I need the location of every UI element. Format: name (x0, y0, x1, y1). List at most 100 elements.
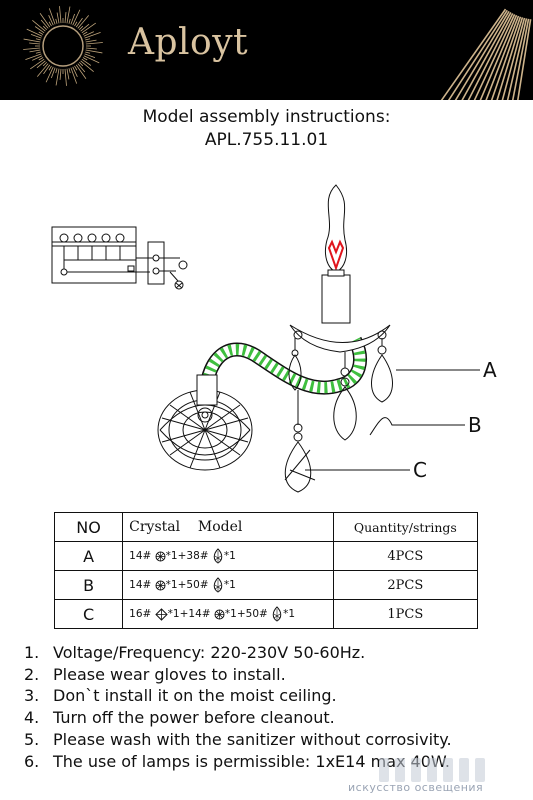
sun-ray (72, 9, 81, 26)
list-item: 2.Please wear gloves to install. (24, 664, 286, 684)
candle-bulb (324, 184, 348, 273)
sun-ray (78, 61, 84, 67)
model-number: APL.755.11.01 (204, 130, 329, 150)
instructions-list: 1.Voltage/Frequency: 220-230V 50-60Hz. 2… (24, 642, 529, 772)
row-quantity: 4PCS (332, 541, 479, 571)
sun-ray (66, 68, 70, 80)
sun-ray (84, 31, 101, 39)
drop-crystal-icon (213, 577, 223, 593)
page-title: Model assembly instructions: (142, 107, 391, 127)
sun-ray (30, 58, 45, 70)
header-banner: Aployt (0, 0, 533, 100)
drop-crystal-icon (213, 548, 223, 564)
corner-ray (506, 18, 528, 100)
sun-ray (70, 13, 76, 25)
sun-ray (35, 38, 41, 41)
sun-ray (48, 21, 52, 27)
sun-ray (59, 68, 62, 80)
sun-ray (36, 60, 46, 69)
table-header: NO Crystal Model Quantity/strings (53, 512, 479, 542)
drop-crystal-icon (272, 606, 282, 622)
row-model: 14# *1+50# *1 (122, 570, 334, 600)
sun-ray (82, 57, 88, 61)
col-model: Crystal Model (122, 512, 334, 542)
col-no: NO (53, 512, 124, 542)
filament (327, 239, 345, 272)
model-part: *1+38# (165, 550, 209, 562)
crystal-pendants (284, 338, 393, 493)
model-part: 14# (129, 550, 152, 562)
sun-ray (30, 33, 42, 39)
watermark-logo (379, 758, 485, 782)
sun-ray (64, 68, 67, 86)
model-part: *1+50# (165, 579, 209, 591)
table-row: A 14# *1+38# *1 4PCS (53, 541, 479, 571)
model-part: *1+50# (224, 608, 268, 620)
sun-ray (70, 67, 78, 84)
row-no: A (53, 541, 124, 571)
sun-ray (68, 18, 71, 24)
list-item: 4.Turn off the power before cleanout. (24, 708, 335, 728)
sun-ray (85, 39, 97, 43)
watermark-subtitle: искусство освещения (348, 781, 484, 794)
sun-ray (74, 21, 78, 27)
sun-ray (72, 66, 78, 77)
sun-ray (55, 68, 58, 74)
sun-ray (75, 17, 83, 28)
list-item: 5.Please wash with the sanitizer without… (24, 729, 452, 749)
sun-ray (36, 63, 49, 77)
model-part: 14# (129, 579, 152, 591)
corner-ray (479, 14, 518, 100)
corner-ray (490, 16, 522, 100)
sun-ray (40, 19, 49, 29)
sunburst-rays-right (440, 8, 532, 100)
sun-ray (38, 57, 44, 61)
corner-ray (454, 10, 510, 100)
wiring-schematic (51, 226, 188, 290)
sun-ray (59, 6, 62, 24)
octagon-crystal-icon (155, 551, 166, 561)
sun-ray (43, 64, 51, 75)
model-part: *1+14# (167, 608, 211, 620)
sun-ray (66, 6, 71, 24)
sun-ray (77, 15, 90, 29)
sun-ray (32, 19, 46, 32)
sun-ray (38, 31, 44, 35)
sunburst-rays-left (23, 6, 103, 86)
corner-ray (440, 8, 507, 100)
table-row: C 16# *1+14# *1+50# *1 1PCS (53, 599, 479, 629)
leader-lines (305, 369, 480, 471)
sun-ray (32, 55, 43, 61)
sun-ray (25, 53, 42, 61)
corner-ray (485, 15, 520, 100)
row-quantity: 2PCS (332, 570, 479, 600)
list-item: 1.Voltage/Frequency: 220-230V 50-60Hz. (24, 643, 366, 662)
sun-ray (85, 42, 103, 45)
sun-ray (23, 47, 41, 50)
sun-ray (82, 31, 88, 35)
sun-ray (55, 68, 60, 86)
sun-ray (81, 58, 92, 66)
sun-ray (85, 49, 103, 54)
sun-ray (80, 23, 90, 32)
sun-ray (39, 13, 51, 28)
sun-ray (85, 47, 97, 50)
sun-ray (42, 61, 48, 67)
label-a: A (483, 358, 497, 382)
octagon-crystal-icon (155, 580, 166, 590)
crystal-table: NO Crystal Model Quantity/strings A 14# … (53, 512, 479, 629)
sun-ray (29, 42, 41, 45)
sun-ray (83, 55, 100, 64)
sun-ray (56, 12, 60, 24)
sun-ray (35, 51, 41, 54)
sun-ray (85, 38, 91, 41)
sconce-diagram: A B C (51, 184, 497, 493)
sun-ray (42, 25, 48, 31)
sun-ray (23, 38, 41, 43)
sun-ray (48, 8, 56, 25)
bobeche (289, 324, 391, 353)
row-model: 16# *1+14# *1+50# *1 (122, 599, 334, 629)
octagon-crystal-icon (214, 609, 225, 619)
col-quantity: Quantity/strings (332, 512, 479, 542)
label-c: C (413, 458, 427, 482)
